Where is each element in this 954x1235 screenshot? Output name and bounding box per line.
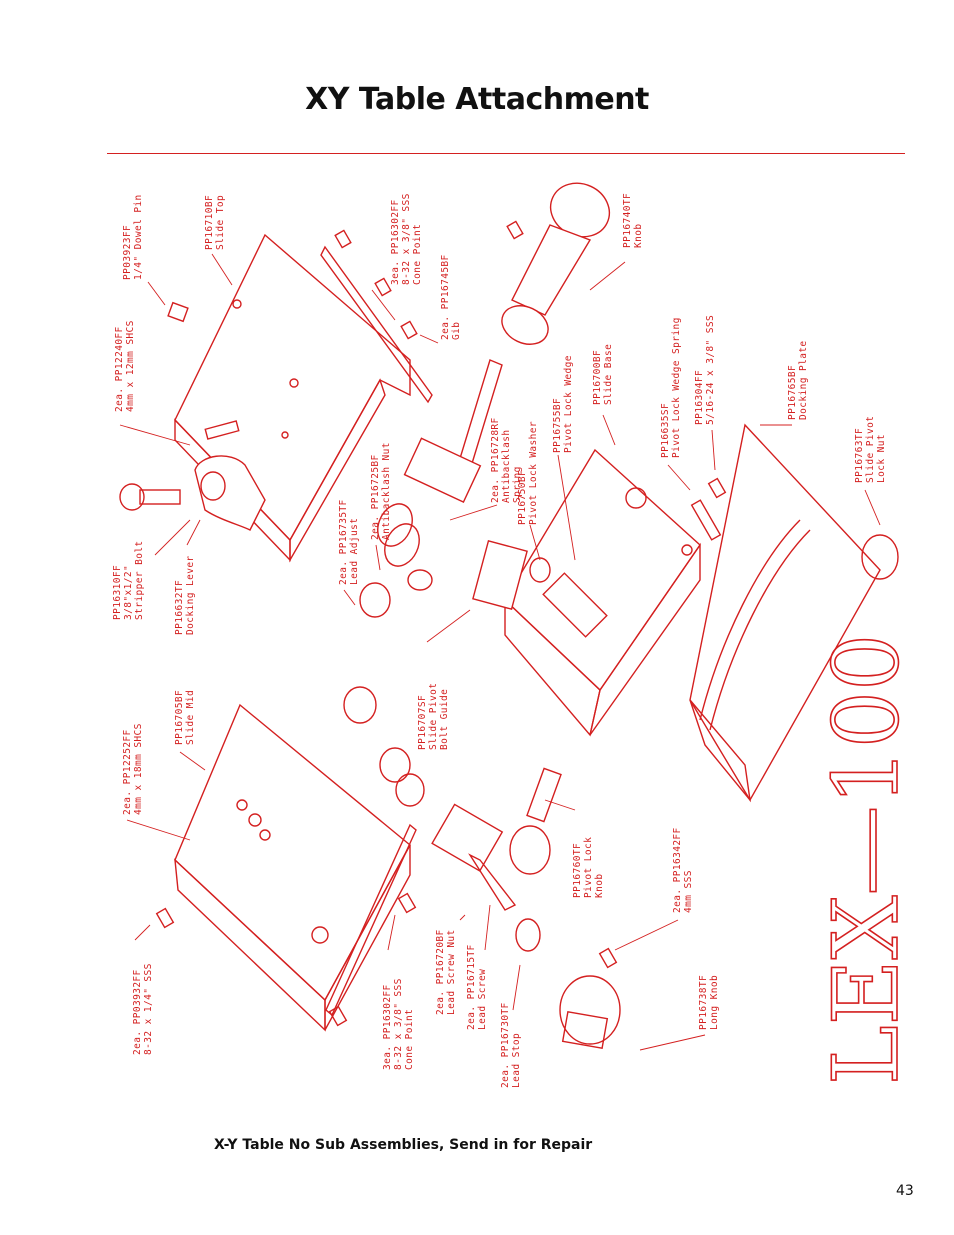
long-knob-part bbox=[559, 975, 621, 1050]
pivot-lock-knob-part bbox=[509, 767, 562, 875]
part-label: PP16763TFSlide PivotLock Nut bbox=[854, 416, 887, 483]
footer-note: X-Y Table No Sub Assemblies, Send in for… bbox=[214, 1137, 593, 1153]
docking-plate-part bbox=[689, 423, 899, 803]
set-screw-part bbox=[374, 277, 392, 297]
part-label: PP16707SFSlide PivotBolt Guide bbox=[417, 683, 450, 750]
page-title: XY Table Attachment bbox=[305, 82, 649, 117]
part-label: PP16635SFPivot Lock Wedge Spring bbox=[660, 317, 682, 458]
gib-part bbox=[320, 245, 433, 404]
set-screw-part bbox=[707, 477, 727, 499]
part-label: 2ea. PP16745BFGib bbox=[440, 254, 462, 340]
pivot-lock-washer-part bbox=[472, 539, 551, 611]
set-screw-part bbox=[598, 947, 618, 969]
set-screw-part bbox=[690, 499, 722, 541]
lead-screw-lower-part bbox=[343, 686, 541, 952]
part-label: PP16760TFPivot LockKnob bbox=[572, 837, 605, 898]
part-label: 2ea. PP12240FF4mm x 12mm SHCS bbox=[114, 320, 136, 412]
set-screw-part bbox=[506, 220, 524, 240]
page-number: 43 bbox=[896, 1183, 914, 1199]
docking-lever-part bbox=[119, 420, 266, 531]
part-label: PP16304FF5/16-24 x 3/8" SSS bbox=[694, 315, 716, 425]
part-label: PP16738TFLong Knob bbox=[698, 975, 720, 1030]
set-screw-part bbox=[155, 907, 175, 929]
knob-part bbox=[501, 182, 611, 345]
part-label: 2ea. PP12252FF4mm x 18mm SHCS bbox=[122, 723, 144, 815]
title-divider bbox=[107, 153, 905, 154]
part-label: PP16740TFKnob bbox=[622, 193, 644, 248]
part-label: 2ea. PP16728RFAntibacklashSpring bbox=[490, 417, 523, 503]
brand-logo: LEX—100 bbox=[814, 634, 919, 1085]
part-label: 2ea. PP03932FF8-32 x 1/4" SSS bbox=[132, 963, 154, 1055]
part-label: 2ea. PP16720BFLead Screw Nut bbox=[435, 929, 457, 1015]
part-label: 3ea. PP16302FF8-32 x 3/8" SSSCone Point bbox=[390, 193, 423, 285]
part-label: 2ea. PP16342FF4mm SSS bbox=[672, 827, 694, 913]
part-label: PP16755BFPivot Lock Wedge bbox=[552, 355, 574, 453]
set-screw-part bbox=[334, 229, 352, 249]
part-label: PP16705BFSlide Mid bbox=[174, 690, 196, 745]
part-labels: PP03923FF1/4" Dowel Pin PP16710BFSlide T… bbox=[112, 193, 887, 1088]
part-label: PP16700BFSlide Base bbox=[592, 344, 614, 405]
part-label: 2ea. PP16735TFLead Adjust bbox=[338, 499, 360, 585]
part-label: 2ea. PP16730TFLead Stop bbox=[500, 1002, 522, 1088]
part-label: PP16750BFPivot Lock Washer bbox=[517, 421, 539, 525]
part-label: PP16632TFDocking Lever bbox=[174, 555, 196, 635]
leader-lines bbox=[119, 253, 881, 1051]
part-label: PP16765BFDocking Plate bbox=[787, 340, 809, 420]
antibacklash-upper-part bbox=[359, 437, 482, 618]
dowel-pin-part bbox=[167, 301, 189, 323]
part-label: 2ea. PP16725BFAntibacklash Nut bbox=[370, 442, 392, 540]
part-label: PP16310FF3/8"x1/2"Stripper Bolt bbox=[112, 540, 145, 620]
slide-base-part bbox=[504, 448, 701, 737]
part-label: PP16710BFSlide Top bbox=[204, 195, 226, 250]
slide-mid-part bbox=[174, 703, 411, 1032]
part-label: 3ea. PP16302FF8-32 x 3/8" SSSCone Point bbox=[382, 978, 415, 1070]
part-label: PP03923FF1/4" Dowel Pin bbox=[122, 194, 144, 280]
set-screw-part bbox=[328, 1005, 348, 1027]
set-screw-part bbox=[400, 320, 418, 340]
set-screw-part bbox=[397, 892, 417, 914]
part-label: 2ea. PP16715TFLead Screw bbox=[466, 944, 488, 1030]
